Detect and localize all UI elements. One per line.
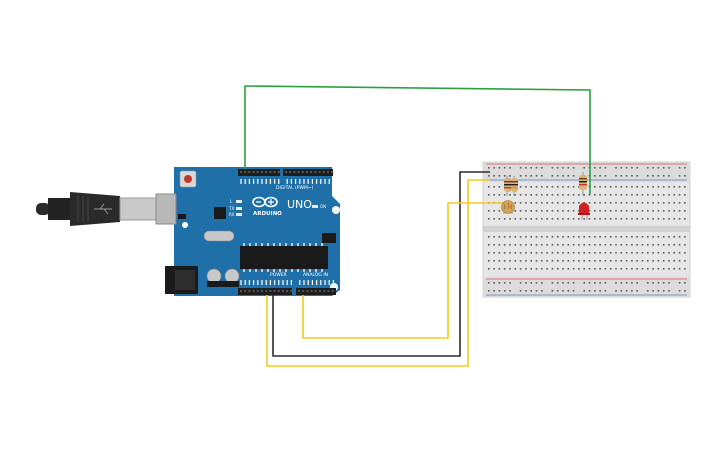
regulator [178,214,186,219]
usb-plug-metal [119,197,157,221]
digital-section-label: DIGITAL (PWM~) [276,185,314,191]
usb-chip [214,207,226,219]
crystal-oscillator [203,230,235,242]
usb-plug-grip [77,196,89,222]
atmega-chip [240,243,328,272]
usb-cable[interactable] [36,192,157,226]
wire-yellow-1[interactable] [266,179,490,367]
model-label: UNO [287,198,312,211]
digital-header-1[interactable] [238,169,280,176]
icsp-header [322,233,336,243]
breadboard-holes [488,167,686,292]
led-label-on: ON [320,204,326,209]
power-section-label: POWER [270,272,287,278]
dc-power-jack-inner [175,270,195,290]
status-leds: L TX RX ON [228,199,326,217]
digital-pin-labels [240,179,330,184]
power-header[interactable] [238,288,292,295]
breadboard-rail-top [483,162,690,182]
led-label-rx: RX [229,212,235,217]
capacitor [206,268,222,284]
resistor-3[interactable] [579,172,587,196]
wire-yellow-2[interactable] [302,202,505,339]
bottom-pin-labels [240,280,334,285]
breadboard-center-channel [483,226,690,232]
resistor-2[interactable] [511,176,518,196]
arduino-uno-board[interactable]: L TX RX ON ARDUINO UNO DIGITAL (PWM~) P [155,167,340,296]
resistor-1[interactable] [504,176,512,196]
wire-green[interactable] [244,85,591,194]
reset-button[interactable] [179,170,197,188]
usb-symbol-icon [94,203,112,215]
usb-cable-strain [48,198,70,220]
usb-b-socket [155,193,177,225]
arduino-logo: ARDUINO [252,196,282,217]
red-led[interactable] [578,202,590,221]
brand-label: ARDUINO [253,211,282,217]
mount-hole [182,222,188,228]
breadboard-rail-bottom [483,277,690,297]
led-label-tx: TX [228,206,234,211]
capacitor [224,268,240,284]
breadboard[interactable] [482,161,691,298]
led-label-l: L [230,199,233,204]
photoresistor[interactable] [501,200,515,215]
capacitor-base [207,281,239,287]
usb-cable-end [36,203,50,215]
bottom-pin-holes [240,290,334,292]
digital-pin-holes [240,171,334,173]
mount-hole [332,206,340,214]
analog-section-label: ANALOG IN [303,272,328,278]
wire-black[interactable] [272,171,490,357]
